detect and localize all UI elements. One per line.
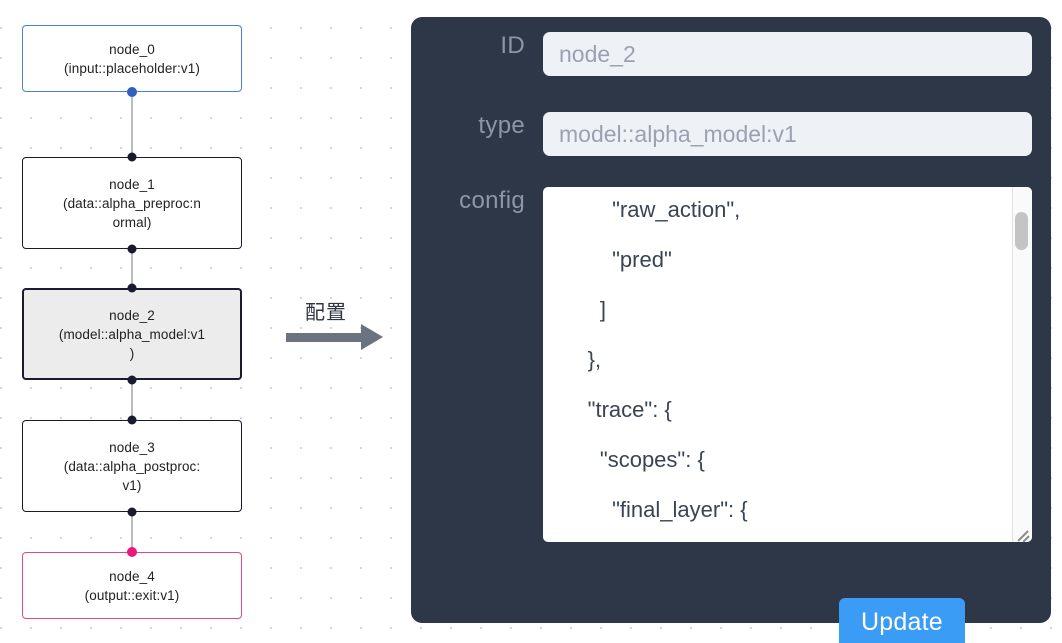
flow-node-label: node_3 (data::alpha_postproc: v1) <box>63 439 201 493</box>
flow-node-label: node_4 (output::exit:v1) <box>84 568 180 603</box>
node_2-input-port[interactable] <box>127 283 137 293</box>
node_1-output-port[interactable] <box>127 244 137 254</box>
arrow-shaft-icon <box>286 333 364 342</box>
node_4-input-port[interactable] <box>127 547 137 557</box>
config-field-label: config <box>459 187 525 214</box>
flow-node-node_4[interactable]: node_4 (output::exit:v1) <box>22 552 242 619</box>
flow-node-label: node_0 (input::placeholder:v1) <box>64 41 200 76</box>
type-field-row: type <box>425 112 1032 156</box>
id-field-label: ID <box>500 32 525 59</box>
update-button[interactable]: Update <box>839 598 965 643</box>
edge-node1-node2 <box>131 249 133 288</box>
transition-label: 配置 <box>305 300 347 324</box>
flow-node-label: node_1 (data::alpha_preproc:n ormal) <box>62 176 202 230</box>
config-scrollbar-track[interactable] <box>1012 187 1032 542</box>
edge-node0-node1 <box>131 92 133 157</box>
edge-node2-node3 <box>131 380 133 420</box>
config-textarea[interactable]: "raw_action", "pred" ] }, "trace": { "sc… <box>587 197 748 522</box>
flow-node-node_1[interactable]: node_1 (data::alpha_preproc:n ormal) <box>22 157 242 249</box>
config-textarea-wrapper[interactable]: "raw_action", "pred" ] }, "trace": { "sc… <box>543 187 1032 542</box>
config-scrollbar-thumb[interactable] <box>1015 212 1028 250</box>
type-input[interactable] <box>543 112 1032 156</box>
node-properties-panel: ID type config "raw_action", "pred" ] },… <box>411 17 1051 643</box>
config-field-row: config "raw_action", "pred" ] }, "trace"… <box>425 187 1032 542</box>
node_0-output-port[interactable] <box>127 87 137 97</box>
transition-arrow-group: 配置 <box>283 296 393 362</box>
node_1-input-port[interactable] <box>127 152 137 162</box>
id-input[interactable] <box>543 32 1032 76</box>
arrow-head-icon <box>361 324 383 350</box>
flow-node-node_2[interactable]: node_2 (model::alpha_model:v1 ) <box>22 288 242 380</box>
edge-node3-node4 <box>131 512 133 552</box>
type-field-label: type <box>478 112 525 139</box>
resize-handle-icon[interactable] <box>1013 523 1031 542</box>
node_3-input-port[interactable] <box>127 415 137 425</box>
node_3-output-port[interactable] <box>127 507 137 517</box>
node_2-output-port[interactable] <box>127 375 137 385</box>
flow-node-node_0[interactable]: node_0 (input::placeholder:v1) <box>22 25 242 92</box>
flow-node-node_3[interactable]: node_3 (data::alpha_postproc: v1) <box>22 420 242 512</box>
flow-node-label: node_2 (model::alpha_model:v1 ) <box>58 307 206 361</box>
id-field-row: ID <box>425 32 1032 76</box>
